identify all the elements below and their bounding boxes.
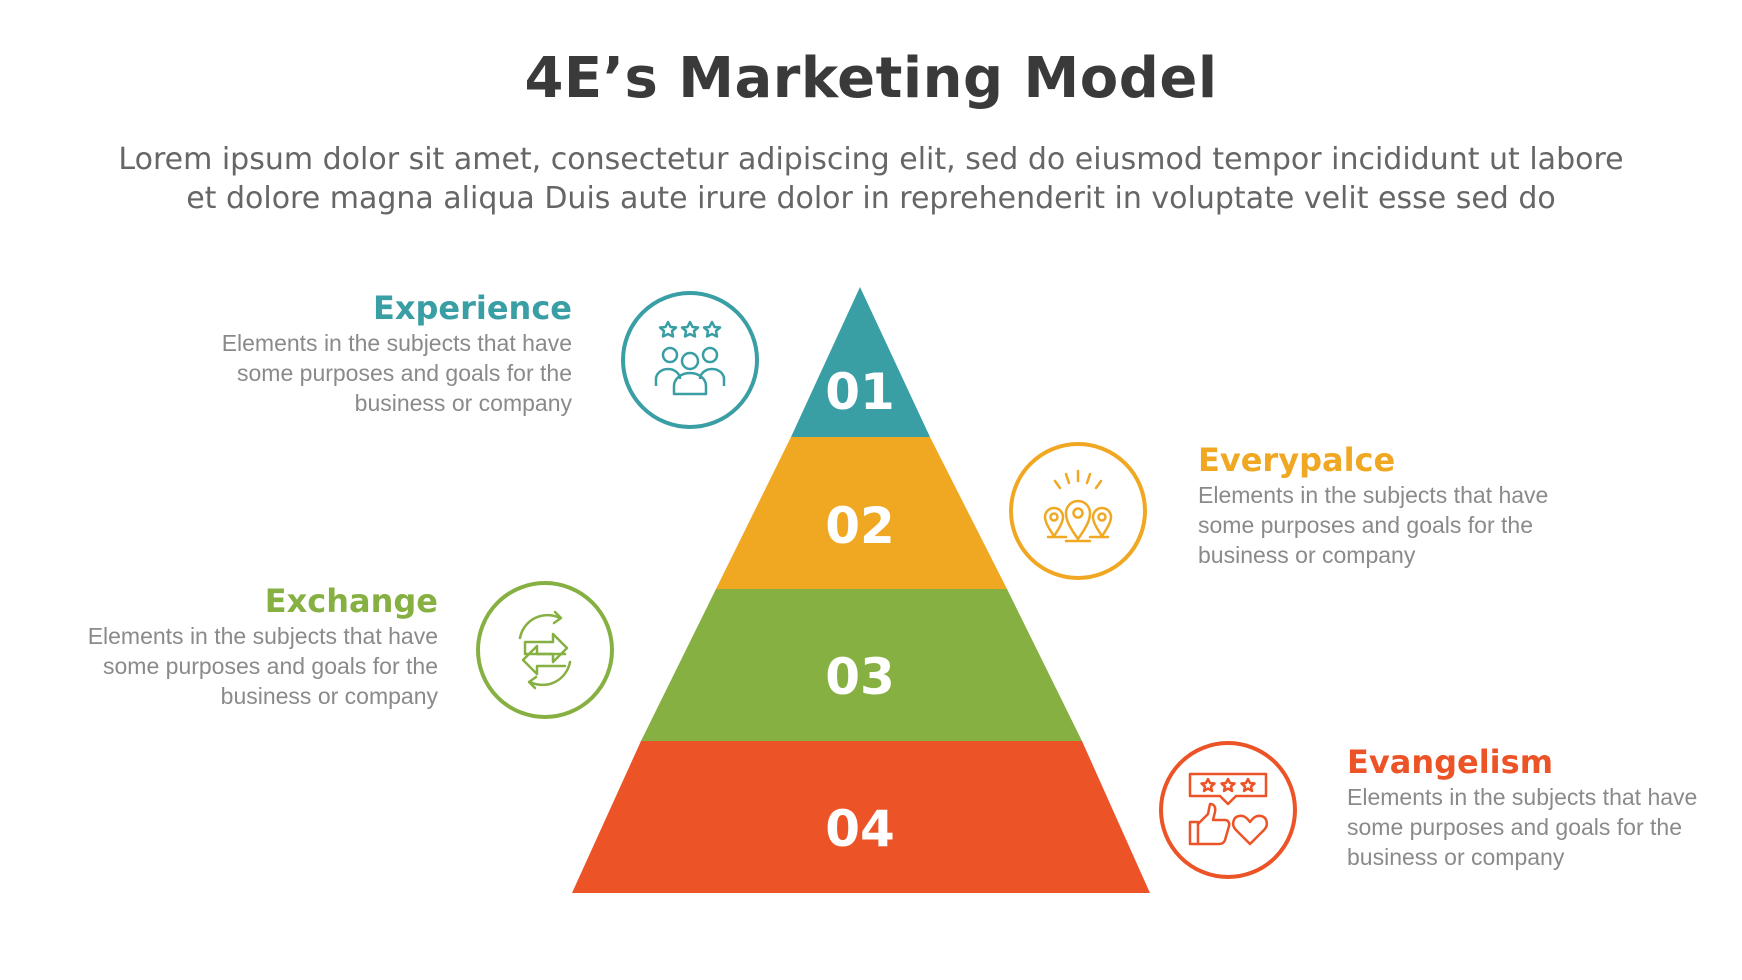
pyramid-layer-2 <box>716 437 1007 589</box>
step-number-3: 03 <box>825 648 895 706</box>
everyplace-label: Everypalce Elements in the subjects that… <box>1198 440 1548 570</box>
evangelism-description: Elements in the subjects that have some … <box>1347 782 1697 872</box>
step-number-4: 04 <box>825 800 895 858</box>
description-line: Elements in the subjects that have <box>87 623 438 649</box>
pyramid-layer-3 <box>641 589 1082 741</box>
description-line: some purposes and goals for the <box>1347 814 1682 840</box>
people-rating-icon <box>621 291 759 429</box>
exchange-label: Exchange Elements in the subjects that h… <box>88 581 438 711</box>
description-line: business or company <box>354 390 572 416</box>
description-line: Elements in the subjects that have <box>1198 482 1549 508</box>
page-subtitle: Lorem ipsum dolor sit amet, consectetur … <box>71 140 1671 218</box>
review-like-icon <box>1159 741 1297 879</box>
description-line: some purposes and goals for the <box>103 653 438 679</box>
description-line: business or company <box>220 683 438 709</box>
step-number-2: 02 <box>825 497 895 555</box>
description-line: Elements in the subjects that have <box>1347 784 1698 810</box>
everyplace-description: Elements in the subjects that have some … <box>1198 480 1548 570</box>
exchange-title: Exchange <box>264 582 438 620</box>
description-line: some purposes and goals for the <box>237 360 572 386</box>
experience-title: Experience <box>372 289 572 327</box>
pyramid-layer-1 <box>791 287 930 437</box>
evangelism-label: Evangelism Elements in the subjects that… <box>1347 742 1697 872</box>
description-line: some purposes and goals for the <box>1198 512 1533 538</box>
exchange-description: Elements in the subjects that have some … <box>88 621 438 711</box>
experience-label: Experience Elements in the subjects that… <box>222 288 572 418</box>
subtitle-line: et dolore magna aliqua Duis aute irure d… <box>186 181 1556 216</box>
location-pins-icon <box>1009 442 1147 580</box>
step-number-1: 01 <box>825 363 895 421</box>
page-title: 4E’s Marketing Model <box>524 46 1218 111</box>
description-line: business or company <box>1347 844 1565 870</box>
experience-description: Elements in the subjects that have some … <box>222 328 572 418</box>
description-line: Elements in the subjects that have <box>221 330 572 356</box>
pyramid-layer-4 <box>572 741 1150 893</box>
subtitle-line: Lorem ipsum dolor sit amet, consectetur … <box>118 142 1624 177</box>
evangelism-title: Evangelism <box>1347 743 1554 781</box>
everyplace-title: Everypalce <box>1198 441 1396 479</box>
description-line: business or company <box>1198 542 1416 568</box>
exchange-arrows-icon <box>476 581 614 719</box>
